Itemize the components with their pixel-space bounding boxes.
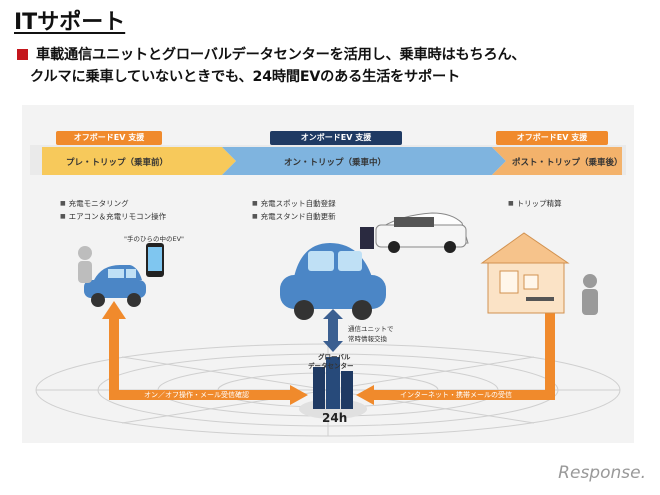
bullet-square-icon (17, 49, 28, 60)
offboard-tag-right: オフボードEV 支援 (496, 131, 608, 145)
feature-item: エアコン＆充電リモコン操作 (60, 210, 167, 223)
comm-label-1: 通信ユニットで (348, 325, 394, 333)
phase-post-trip: ポスト・トリップ（乗車後） (512, 158, 623, 168)
small-blue-car-icon (84, 265, 146, 307)
right-arrow-label: インターネット・携帯メールの受信 (400, 391, 512, 399)
right-arrow-path (372, 311, 555, 400)
white-car-photo (360, 212, 469, 253)
hours-label: 24h (322, 411, 348, 425)
data-center-label-2: データセンター (308, 362, 354, 370)
smartphone-icon (146, 243, 164, 277)
data-center-building-icon (299, 357, 367, 419)
offboard-tag-left: オフボードEV 支援 (56, 131, 162, 145)
phase-on-trip: オン・トリップ（乗車中） (284, 158, 387, 168)
feature-item: 充電スポット自動登録 (252, 197, 336, 210)
person-right-icon (582, 274, 598, 315)
person-left-icon (78, 246, 92, 283)
page-title: ITサポート (14, 10, 126, 35)
phone-caption: "手のひらの中のEV" (124, 235, 185, 243)
left-arrow-up-head (102, 301, 126, 319)
lead-line-2: クルマに乗車していないときでも、24時間EVのある生活をサポート (30, 69, 460, 85)
lead-text: 車載通信ユニットとグローバルデータセンターを活用し、乗車時はもちろん、 クルマに… (30, 44, 656, 88)
left-arrow-path (109, 317, 292, 400)
data-center-label-1: グローバル (318, 353, 351, 361)
onboard-tag-center: オンボードEV 支援 (270, 131, 402, 145)
left-arrow-label: オン／オフ操作・メール受信確認 (144, 391, 249, 399)
feature-item: 充電モニタリング (60, 197, 166, 210)
features-on: 充電スポット自動登録 充電スタンド自動更新 (252, 197, 336, 223)
right-arrow-left-head (356, 385, 374, 405)
big-blue-car-icon (280, 243, 386, 320)
left-arrow-right-head (290, 385, 308, 405)
lead-line-1: 車載通信ユニットとグローバルデータセンターを活用し、乗車時はもちろん、 (36, 47, 526, 63)
comm-arrow-down (323, 341, 343, 352)
ev-support-diagram: オフボードEV 支援 オンボードEV 支援 オフボードEV 支援 プレ・トリップ… (22, 105, 634, 443)
pre-trip-band (42, 147, 236, 175)
response-logo: Response. (558, 463, 646, 483)
comm-arrow-up (323, 309, 343, 319)
features-post: トリップ精算 (508, 197, 562, 210)
feature-item: トリップ精算 (508, 197, 562, 210)
comm-label-2: 常時情報交換 (348, 335, 387, 343)
features-pre: 充電モニタリング エアコン＆充電リモコン操作 (60, 197, 167, 223)
diagram-graphics (30, 145, 626, 437)
on-trip-band (222, 147, 506, 175)
phase-pre-trip: プレ・トリップ（乗車前） (66, 158, 169, 168)
house-icon (480, 232, 570, 314)
feature-item: 充電スタンド自動更新 (252, 210, 336, 223)
post-trip-band (492, 147, 622, 175)
